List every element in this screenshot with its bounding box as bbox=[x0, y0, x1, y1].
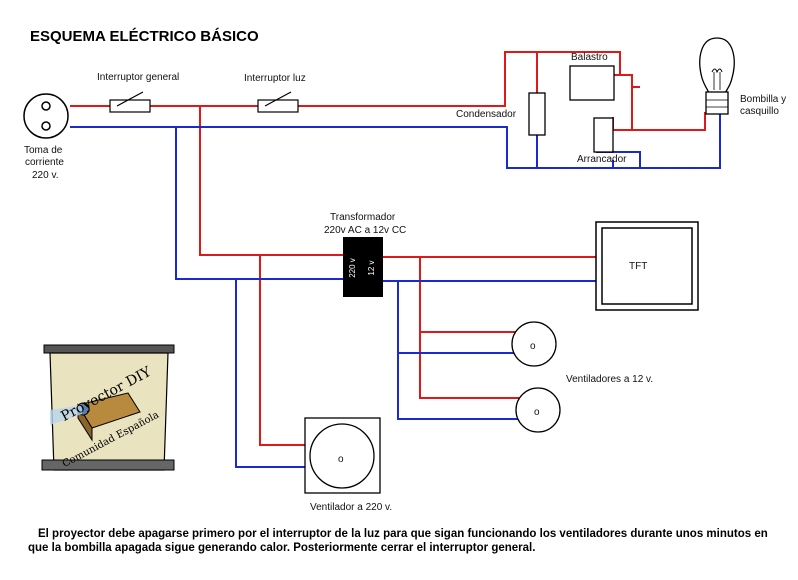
starter-label: Arrancador bbox=[577, 154, 627, 165]
diagram-title: ESQUEMA ELÉCTRICO BÁSICO bbox=[30, 28, 259, 45]
bulb-label-1: Bombilla y bbox=[740, 94, 786, 105]
capacitor-label: Condensador bbox=[456, 109, 517, 120]
fan-12v-1-symbol: o bbox=[530, 341, 536, 352]
fan-220v-label: Ventilador a 220 v. bbox=[310, 502, 392, 513]
bulb-icon bbox=[699, 37, 735, 115]
socket-label-3: 220 v. bbox=[32, 170, 59, 181]
bulb-label-2: casquillo bbox=[740, 106, 779, 117]
fans-12v-label: Ventiladores a 12 v. bbox=[566, 374, 653, 385]
fan-12v-1 bbox=[511, 321, 557, 367]
fan-12v-2-symbol: o bbox=[534, 407, 540, 418]
projector-diy-logo bbox=[41, 344, 175, 471]
socket-label-1: Toma de bbox=[24, 145, 63, 156]
switch-light-label: Interruptor luz bbox=[244, 73, 306, 84]
switch-general-label: Interruptor general bbox=[97, 72, 179, 83]
usage-note: El proyector debe apagarse primero por e… bbox=[28, 528, 768, 554]
tft-screen bbox=[595, 221, 699, 311]
tft-label: TFT bbox=[629, 261, 647, 272]
transformer-in-label: 220 v bbox=[348, 258, 357, 278]
transformer-label-1: Transformador bbox=[330, 212, 396, 223]
ballast bbox=[569, 65, 615, 101]
power-socket bbox=[23, 93, 69, 139]
transformer-out-label: 12 v bbox=[367, 260, 376, 275]
fan-220v-symbol: o bbox=[338, 454, 344, 465]
starter bbox=[593, 117, 614, 153]
capacitor bbox=[528, 92, 546, 136]
switch-general bbox=[109, 91, 151, 113]
fan-12v-2 bbox=[515, 387, 561, 433]
neutral-wires bbox=[70, 112, 721, 468]
switch-light bbox=[257, 91, 299, 113]
transformer-label-2: 220v AC a 12v CC bbox=[324, 225, 406, 236]
fan-220v bbox=[304, 417, 381, 494]
socket-label-2: corriente bbox=[25, 157, 64, 168]
ballast-label: Balastro bbox=[571, 52, 608, 63]
transformer bbox=[343, 237, 383, 297]
